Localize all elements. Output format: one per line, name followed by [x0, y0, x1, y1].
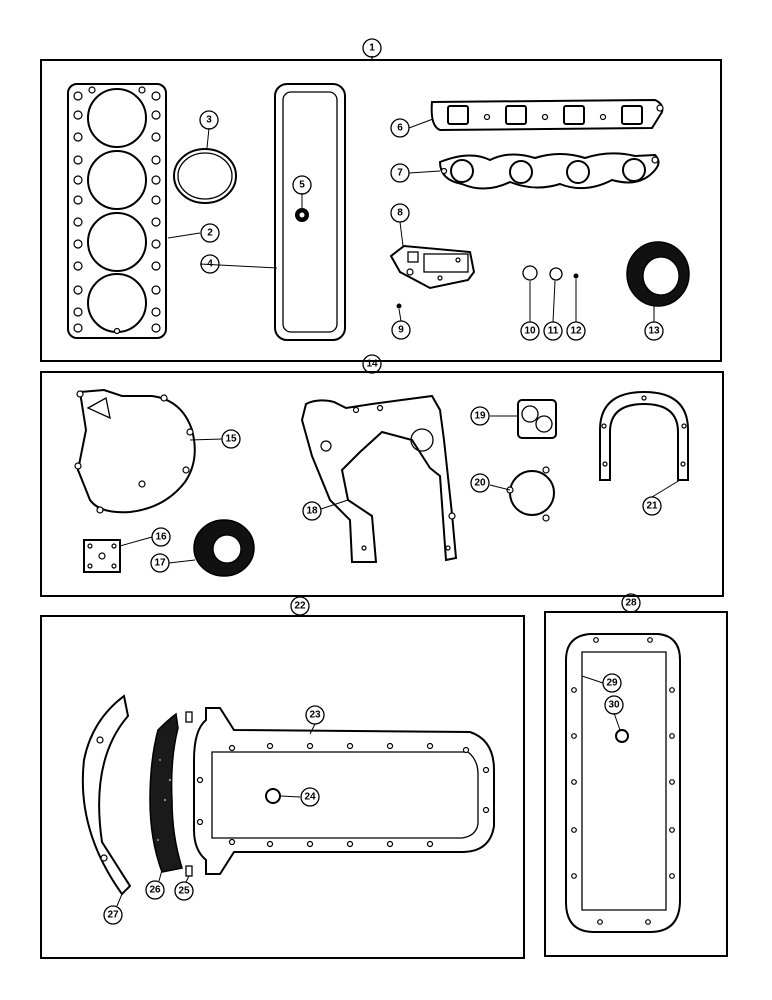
- callout-21: 21: [642, 496, 662, 516]
- svg-text:12: 12: [570, 326, 582, 337]
- svg-text:17: 17: [154, 558, 166, 569]
- water-pump-gasket: [74, 388, 196, 514]
- callout-22: 22: [290, 596, 310, 616]
- callout-29: 29: [602, 673, 622, 693]
- callout-12: 12: [566, 321, 586, 341]
- washer-12: [573, 273, 579, 279]
- rear-seal-retainer-gasket: [599, 390, 689, 481]
- svg-text:4: 4: [207, 259, 213, 270]
- svg-text:25: 25: [178, 886, 190, 897]
- o-ring-10: [522, 265, 538, 281]
- seal-piece-25-upper: [185, 711, 193, 723]
- svg-text:15: 15: [225, 434, 237, 445]
- callout-4: 4: [200, 254, 220, 274]
- callout-24: 24: [300, 787, 320, 807]
- sleeve-seal-ring: [173, 148, 237, 204]
- callout-6: 6: [390, 118, 410, 138]
- callout-30: 30: [604, 695, 624, 715]
- panel-sump-gaskets: [544, 611, 728, 957]
- callout-1: 1: [362, 38, 382, 58]
- inlet-manifold-gasket: [430, 98, 664, 132]
- svg-text:18: 18: [306, 506, 318, 517]
- oil-pan-gasket: [193, 707, 495, 875]
- callout-15: 15: [221, 429, 241, 449]
- svg-text:13: 13: [648, 326, 660, 337]
- svg-text:2: 2: [207, 228, 213, 239]
- svg-text:19: 19: [474, 411, 486, 422]
- hydraulic-pump-gasket: [506, 466, 555, 522]
- o-ring-11: [549, 267, 563, 281]
- svg-text:14: 14: [366, 359, 378, 370]
- callout-14: 14: [362, 354, 382, 374]
- svg-text:8: 8: [397, 208, 403, 219]
- callout-8: 8: [390, 203, 410, 223]
- drain-plug-washer: [265, 788, 281, 804]
- panel-sump-frame: [544, 611, 728, 957]
- washer-9: [396, 303, 402, 309]
- sump-plate-gasket: [565, 633, 681, 933]
- svg-text:7: 7: [397, 168, 403, 179]
- panel-front-gaskets: [40, 371, 724, 597]
- callout-3: 3: [199, 110, 219, 130]
- plug-washer-30: [615, 729, 629, 743]
- svg-text:27: 27: [107, 910, 119, 921]
- callout-23: 23: [305, 705, 325, 725]
- cover-plate-gasket: [83, 539, 121, 573]
- svg-text:5: 5: [299, 180, 305, 191]
- crankshaft-rear-seal-strip: [81, 694, 132, 896]
- svg-text:28: 28: [625, 598, 637, 609]
- leader-lines: [116, 118, 681, 907]
- svg-text:22: 22: [294, 601, 306, 612]
- callout-2: 2: [200, 223, 220, 243]
- callout-5: 5: [292, 175, 312, 195]
- timing-case-gasket: [300, 394, 458, 563]
- callout-17: 17: [150, 553, 170, 573]
- panel-lower-frame: [40, 615, 525, 959]
- callout-11: 11: [543, 321, 563, 341]
- svg-text:23: 23: [309, 710, 321, 721]
- panel-lower-gaskets: [40, 615, 525, 959]
- callouts: 1 2 3 4 5 6 7 8 9 10 11 12 13 14 15 16 1…: [103, 38, 664, 925]
- sump-end-cork-seal: [149, 712, 183, 873]
- svg-text:21: 21: [646, 501, 658, 512]
- timing-cover-oil-seal: [193, 519, 255, 577]
- callout-19: 19: [470, 406, 490, 426]
- callout-9: 9: [391, 320, 411, 340]
- svg-text:6: 6: [397, 123, 403, 134]
- callout-26: 26: [145, 880, 165, 900]
- rocker-cover-gasket: [274, 83, 346, 341]
- fuel-pump-gasket: [517, 399, 557, 439]
- callout-27: 27: [103, 905, 123, 925]
- cylinder-head-gasket: [67, 83, 167, 339]
- front-oil-seal: [626, 241, 690, 307]
- svg-text:3: 3: [206, 115, 212, 126]
- svg-text:29: 29: [606, 678, 618, 689]
- exhaust-manifold-gasket: [438, 152, 660, 190]
- callout-13: 13: [644, 321, 664, 341]
- callout-16: 16: [151, 527, 171, 547]
- svg-text:1: 1: [369, 43, 375, 54]
- callout-18: 18: [302, 501, 322, 521]
- svg-text:20: 20: [474, 478, 486, 489]
- svg-text:9: 9: [398, 325, 404, 336]
- panel-upper-gaskets: [40, 56, 722, 362]
- svg-text:30: 30: [608, 700, 620, 711]
- callout-10: 10: [520, 321, 540, 341]
- svg-text:10: 10: [524, 326, 536, 337]
- thermostat-housing-gasket: [389, 244, 476, 290]
- svg-text:16: 16: [155, 532, 167, 543]
- callout-7: 7: [390, 163, 410, 183]
- svg-text:26: 26: [149, 885, 161, 896]
- callout-20: 20: [470, 473, 490, 493]
- callout-28: 28: [621, 593, 641, 613]
- svg-text:24: 24: [304, 792, 316, 803]
- svg-text:11: 11: [548, 326, 559, 337]
- callout-25: 25: [174, 881, 194, 901]
- rocker-cover-grommet: [295, 208, 309, 222]
- panel-front-frame: [40, 371, 724, 597]
- seal-piece-25-lower: [185, 865, 193, 877]
